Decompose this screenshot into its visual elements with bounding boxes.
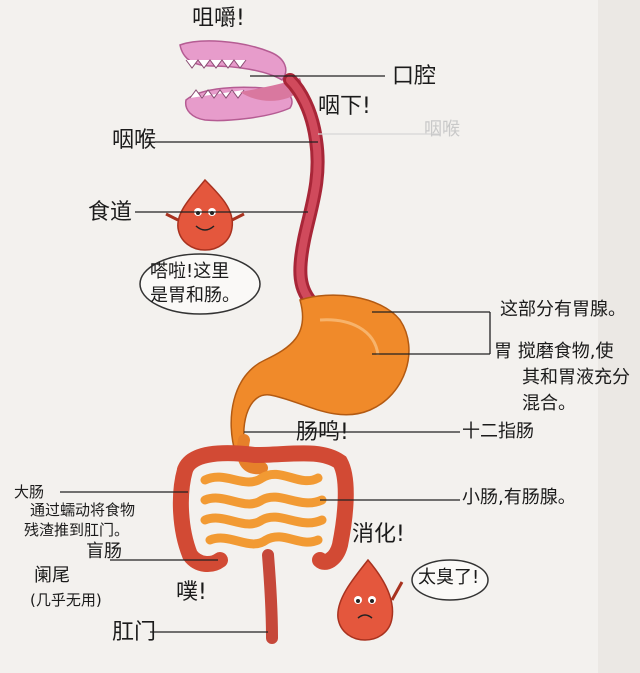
mouth-illustration [179, 40, 302, 122]
label-anus: 肛门 [112, 620, 157, 645]
label-pharynx-faint: 咽喉 [424, 119, 460, 140]
label-swallow: 咽下! [318, 94, 371, 119]
label-stomach-note-2: 其和胃液充分 [522, 367, 630, 388]
page-edge [598, 0, 640, 673]
speech-bubble-bottom [411, 559, 489, 601]
lower-teeth [189, 89, 245, 99]
label-gastric-gland: 这部分有胃腺。 [500, 299, 626, 320]
label-stomach-note-3: 混合。 [522, 393, 576, 414]
droplet-character-top [165, 178, 245, 251]
label-smelly: 太臭了! [418, 567, 480, 588]
label-pop: 噗! [176, 580, 207, 605]
bubble-text-line-2: 是胃和肠。 [150, 285, 240, 306]
label-duodenum: 十二指肠 [462, 421, 534, 442]
leader-lines [60, 75, 491, 633]
label-digest: 消化! [352, 522, 405, 547]
droplet-character-bottom [337, 558, 404, 641]
label-chew: 咀嚼! [192, 6, 245, 31]
stomach-highlight [319, 318, 380, 356]
label-esophagus: 食道 [88, 200, 133, 225]
rectum [262, 549, 278, 644]
upper-teeth [185, 59, 247, 69]
small-intestine-coils [200, 469, 327, 549]
bubble-text-line-1: 嗒啦!这里 [150, 261, 230, 282]
label-large-note-2: 残渣推到肛门。 [24, 521, 130, 539]
label-mouth: 口腔 [392, 64, 437, 89]
label-small-intestine: 小肠,有肠腺。 [462, 487, 576, 508]
label-appendix-note: (几乎无用) [30, 591, 102, 609]
label-large-note-1: 通过蠕动将食物 [30, 501, 136, 519]
duodenum [236, 434, 268, 475]
speech-bubble-top [139, 253, 261, 315]
large-intestine-frame [177, 445, 354, 570]
esophagus-tube [286, 76, 322, 309]
label-rumble: 肠鸣! [296, 420, 349, 445]
label-cecum: 盲肠 [86, 541, 122, 562]
label-appendix: 阑尾 [34, 565, 70, 586]
stomach [230, 294, 410, 457]
label-large-intestine: 大肠 [14, 483, 45, 501]
label-pharynx: 咽喉 [112, 128, 157, 153]
label-stomach-note-1: 胃 搅磨食物,使 [494, 341, 614, 362]
